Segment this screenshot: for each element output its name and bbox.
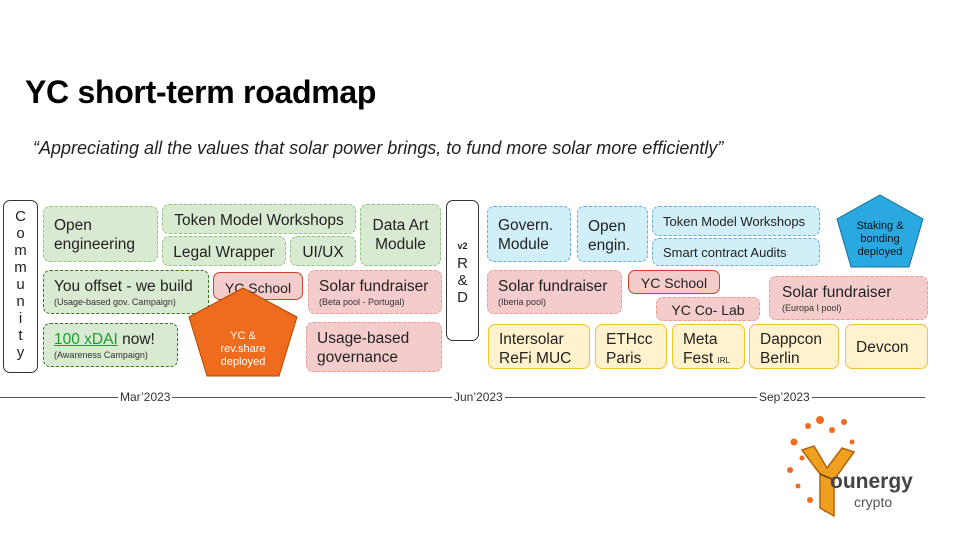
community-letter: C <box>15 208 26 225</box>
intersolar-label: Intersolar ReFi MUC <box>499 331 572 367</box>
open-engineering-label: Open engineering <box>54 217 136 253</box>
you-offset-sub: (Usage-based gov. Campaign) <box>54 297 176 307</box>
rd-letter: D <box>457 289 468 306</box>
tick-sep: Sep’2023 <box>757 390 812 404</box>
solar-europa-sub: (Europa I pool) <box>782 303 842 313</box>
data-art-label: Data Art Module <box>372 217 429 253</box>
xdai-link[interactable]: 100 xDAI <box>54 331 118 348</box>
xdai-label: now! <box>117 331 155 348</box>
page-title: YC short-term roadmap <box>25 74 377 110</box>
solar-europa-label: Solar fundraiser <box>782 284 892 301</box>
usage-gov-label: Usage-based governance <box>317 330 410 366</box>
xdai-sub: (Awareness Campaign) <box>54 350 148 360</box>
community-letter: n <box>16 293 25 310</box>
you-offset-label: You offset - we build <box>54 278 193 295</box>
intersolar-card: Intersolar ReFi MUC <box>488 324 590 369</box>
solar-beta-label: Solar fundraiser <box>319 278 429 295</box>
rev-share-pentagon <box>188 287 298 377</box>
you-offset-card: You offset - we build (Usage-based gov. … <box>43 270 209 314</box>
open-engin-card: Open engin. <box>577 206 648 262</box>
logo-word-1: ounergy <box>830 470 913 493</box>
token-workshops-card-1: Token Model Workshops <box>162 204 356 234</box>
younergy-logo: ounergy crypto <box>780 412 940 532</box>
community-letter: m <box>14 259 27 276</box>
staking-label: Staking & bonding deployed <box>856 220 904 258</box>
rd-label: R&D <box>447 255 478 306</box>
solar-europa-card: Solar fundraiser (Europa I pool) <box>769 276 928 320</box>
xdai-card: 100 xDAI now! (Awareness Campaign) <box>43 323 178 367</box>
token-workshops-card-2: Token Model Workshops <box>652 206 820 236</box>
younergy-mark-icon <box>787 416 856 518</box>
uiux-card: UI/UX <box>290 236 356 266</box>
page-subtitle: “Appreciating all the values that solar … <box>33 138 724 158</box>
token-workshops-label-2: Token Model Workshops <box>663 214 806 229</box>
yc-colab-card: YC Co- Lab <box>656 297 760 321</box>
rd-letter: R <box>457 255 468 272</box>
rd-column: v2 R&D <box>446 200 479 341</box>
meta-fest-irl: IRL <box>717 356 730 365</box>
community-letter: i <box>18 310 23 327</box>
smart-audits-card: Smart contract Audits <box>652 238 820 266</box>
dappcon-label: Dappcon Berlin <box>760 331 823 367</box>
token-workshops-label-1: Token Model Workshops <box>174 212 344 229</box>
solar-iberia-sub: (Iberia pool) <box>498 297 547 307</box>
legal-wrapper-label: Legal Wrapper <box>173 244 275 261</box>
legal-wrapper-card: Legal Wrapper <box>162 236 286 266</box>
usage-gov-card: Usage-based governance <box>306 322 442 372</box>
community-letter: t <box>18 327 23 344</box>
community-letter: u <box>16 276 25 293</box>
solar-iberia-card: Solar fundraiser (Iberia pool) <box>487 270 622 314</box>
tick-mar: Mar’2023 <box>118 390 173 404</box>
yc-school-label-2: YC School <box>640 275 708 291</box>
uiux-label: UI/UX <box>302 244 344 261</box>
logo-word-2: crypto <box>854 494 893 510</box>
ethcc-label: ETHcc Paris <box>606 331 653 367</box>
meta-fest-label: Meta Fest <box>683 331 718 367</box>
rev-share-label: YC & rev.share deployed <box>220 330 266 368</box>
devcon-card: Devcon <box>845 324 928 369</box>
devcon-label: Devcon <box>856 339 909 356</box>
rd-letter: & <box>457 272 468 289</box>
open-engin-label: Open engin. <box>588 218 631 254</box>
rd-version: v2 <box>457 241 468 251</box>
data-art-card: Data Art Module <box>360 204 441 266</box>
tick-jun: Jun’2023 <box>452 390 505 404</box>
govern-module-label: Govern. Module <box>498 217 554 253</box>
govern-module-card: Govern. Module <box>487 206 571 262</box>
ethcc-card: ETHcc Paris <box>595 324 667 369</box>
dappcon-card: Dappcon Berlin <box>749 324 839 369</box>
solar-beta-sub: (Beta pool - Portugal) <box>319 297 405 307</box>
solar-iberia-label: Solar fundraiser <box>498 278 608 295</box>
staking-pentagon <box>836 194 924 268</box>
community-letter: y <box>16 344 25 361</box>
community-letter: o <box>16 225 25 242</box>
community-letter: m <box>14 242 27 259</box>
open-engineering-card: Open engineering <box>43 206 158 262</box>
meta-fest-card: Meta Fest IRL <box>672 324 745 369</box>
yc-colab-label: YC Co- Lab <box>671 302 745 318</box>
solar-beta-card: Solar fundraiser (Beta pool - Portugal) <box>308 270 442 314</box>
smart-audits-label: Smart contract Audits <box>663 245 787 260</box>
yc-school-card-2: YC School <box>628 270 720 294</box>
